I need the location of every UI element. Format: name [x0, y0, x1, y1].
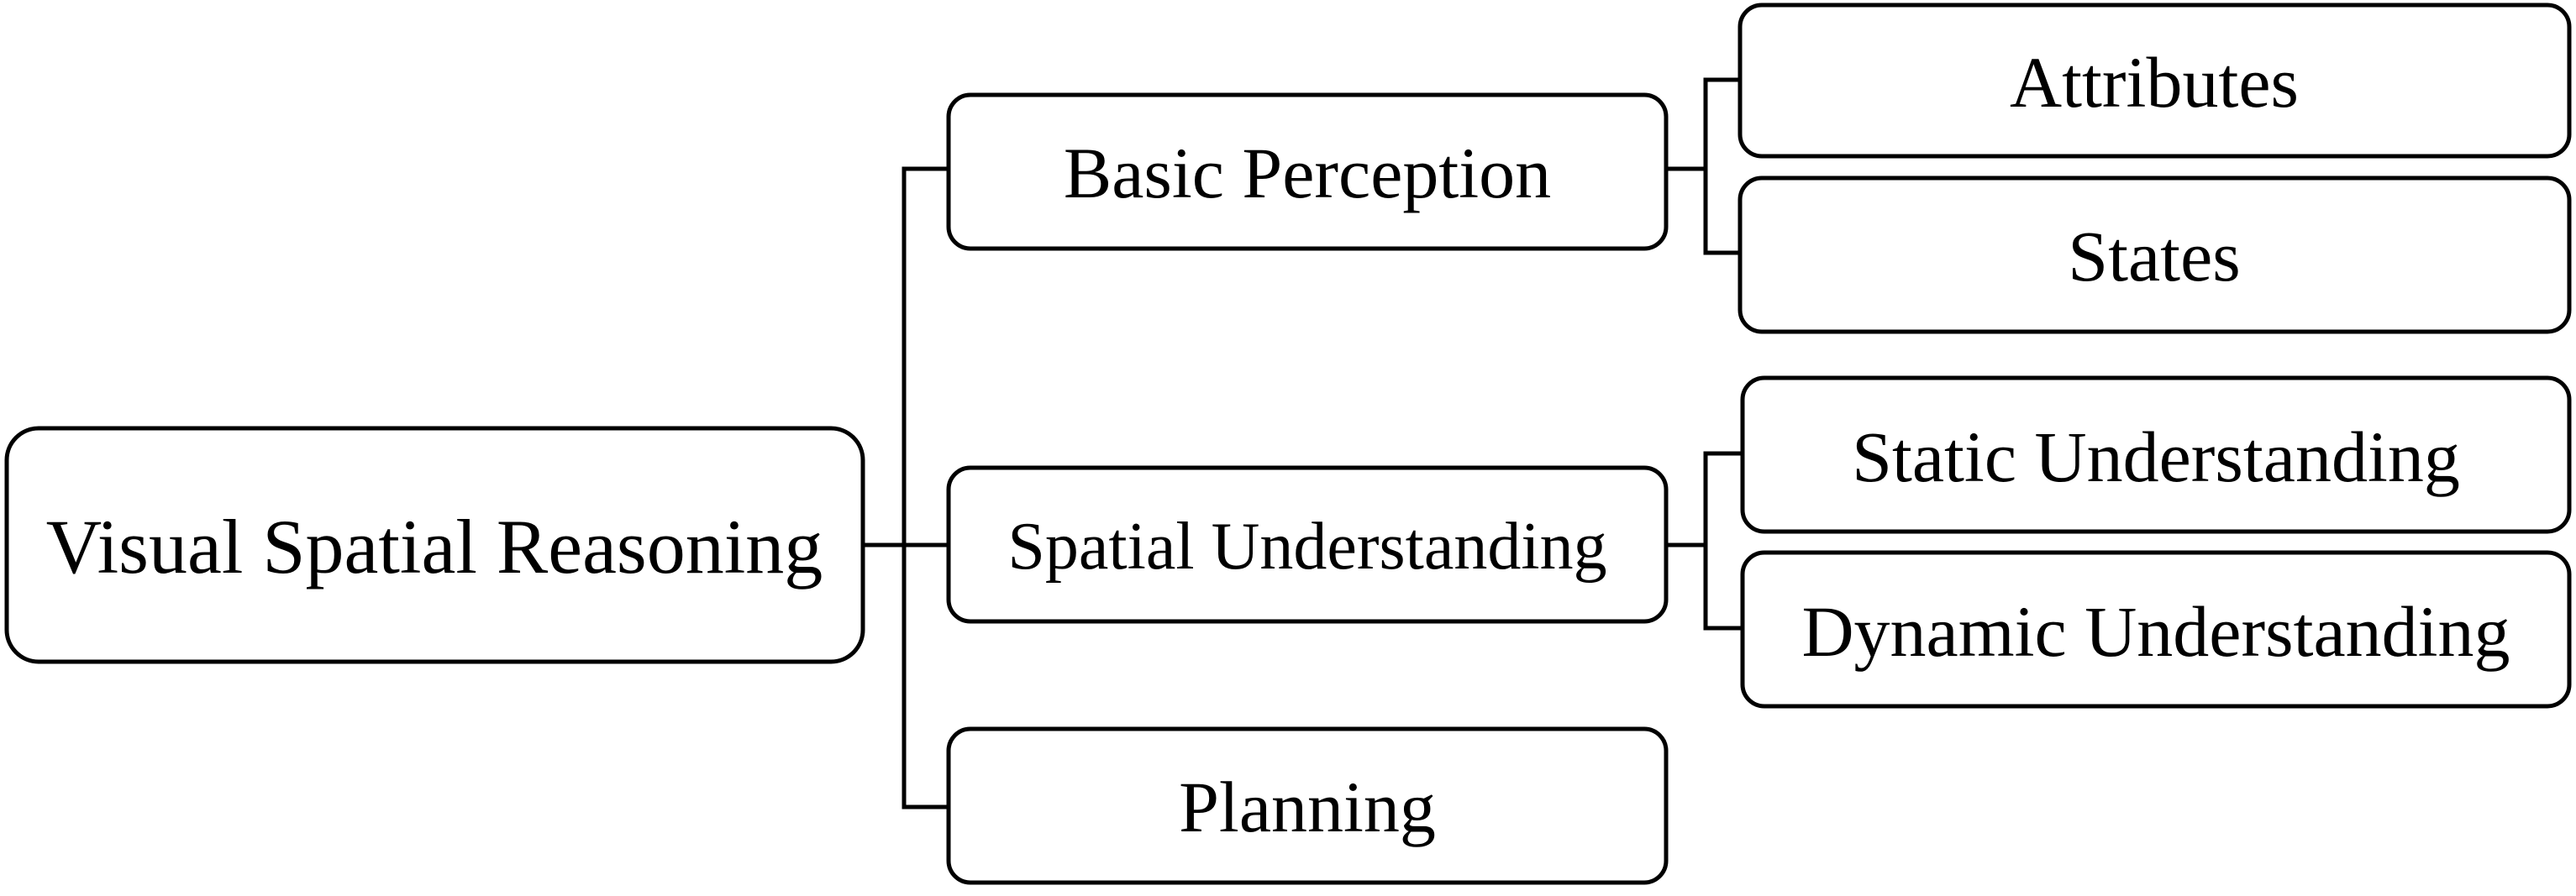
node-basic-perception-label: Basic Perception	[1064, 133, 1551, 213]
node-planning: Planning	[946, 726, 1669, 885]
node-states: States	[1737, 176, 2572, 334]
node-attributes-label: Attributes	[2010, 42, 2299, 123]
spatial-understanding-connector	[1664, 451, 1745, 631]
node-states-label: States	[2068, 216, 2240, 296]
node-basic-perception: Basic Perception	[946, 92, 1669, 251]
root-node-label: Visual Spatial Reasoning	[46, 504, 823, 589]
basic-perception-connector	[1664, 77, 1743, 255]
node-dynamic-understanding-label: Dynamic Understanding	[1801, 591, 2510, 672]
node-static-understanding: Static Understanding	[1740, 375, 2572, 534]
node-planning-label: Planning	[1179, 767, 1436, 847]
node-spatial-understanding-label: Spatial Understanding	[1007, 510, 1606, 584]
root-connector	[860, 166, 951, 810]
node-attributes: Attributes	[1737, 3, 2572, 159]
root-node: Visual Spatial Reasoning	[4, 426, 865, 664]
node-dynamic-understanding: Dynamic Understanding	[1740, 550, 2572, 709]
node-static-understanding-label: Static Understanding	[1852, 417, 2460, 497]
node-spatial-understanding: Spatial Understanding	[946, 465, 1669, 624]
